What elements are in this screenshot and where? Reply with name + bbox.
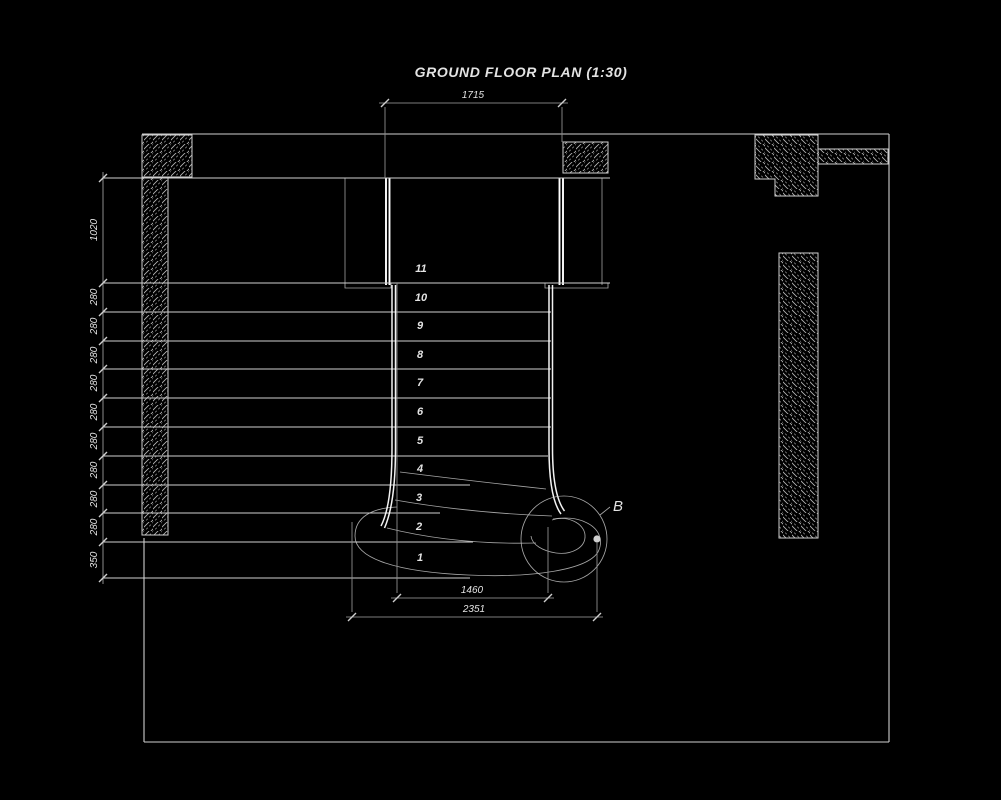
top-landing (344, 178, 609, 289)
newel-dot (593, 535, 601, 543)
door-jamb-left (385, 178, 391, 285)
dimension-label-left-4: 280 (89, 374, 100, 392)
dimension-label-left-9: 280 (89, 518, 100, 536)
step-number-6: 6 (417, 406, 424, 418)
dimension-overall-width: 2351 (346, 522, 603, 622)
dimension-label-flight-width: 1460 (461, 585, 484, 596)
wall-hatch-door-right-block (562, 141, 609, 174)
winder-curve-3 (394, 499, 553, 517)
dimension-label-left-10: 350 (89, 551, 100, 568)
dimension-label-left-3: 280 (89, 346, 100, 364)
left-handrail (380, 285, 397, 529)
wall-hatch-top-right-strip (817, 148, 889, 165)
detail-leader-line (599, 506, 611, 516)
dimension-label-door-opening: 1715 (462, 90, 485, 101)
dimension-label-left-6: 280 (89, 432, 100, 450)
step-number-9: 9 (417, 320, 424, 332)
right-handrail (548, 285, 566, 515)
dim-tick (98, 173, 108, 583)
winder-curve-2 (386, 527, 537, 544)
detail-circle-b (520, 495, 608, 583)
wall-hatch-left-column (141, 176, 169, 536)
step-numbers: 11 10 9 8 7 6 5 4 3 2 1 (415, 263, 428, 564)
handrails (380, 283, 566, 593)
wall-sections (141, 134, 889, 539)
winder-curves (354, 471, 601, 577)
dim-tick (380, 98, 567, 108)
dimension-label-left-5: 280 (89, 403, 100, 421)
step-number-1: 1 (417, 552, 423, 564)
room-outline (142, 133, 890, 743)
stair-treads (103, 177, 610, 579)
winder-curve-4 (399, 471, 547, 490)
door-jamb-right (558, 178, 564, 285)
dimension-flight-width: 1460 (391, 527, 554, 603)
dimension-label-left-8: 280 (89, 490, 100, 508)
dimension-label-left-7: 280 (89, 461, 100, 479)
step-number-7: 7 (417, 377, 424, 389)
step-number-10: 10 (415, 292, 428, 304)
bullnose-inner-curve (530, 518, 586, 554)
wall-hatch-top-left-block (141, 134, 193, 178)
landing-notch-right (544, 283, 609, 289)
dim-tick (392, 593, 553, 603)
plan-title: GROUND FLOOR PLAN (1:30) (415, 64, 628, 80)
dim-tick (347, 612, 602, 622)
detail-label-b: B (613, 498, 623, 515)
dim-ext-lines-top (384, 107, 563, 178)
dimension-door-opening: 1715 (379, 90, 568, 178)
step-number-8: 8 (417, 349, 424, 361)
curtail-step-outline (354, 506, 601, 577)
dimension-label-left-0: 1020 (89, 218, 100, 241)
wall-hatch-top-right-block (754, 134, 819, 197)
wall-hatch-right-column (778, 252, 819, 539)
step-number-5: 5 (417, 435, 424, 447)
detail-reference-b: B (520, 495, 623, 583)
dim-ext-lines-2351 (351, 522, 598, 612)
step-number-4: 4 (416, 463, 423, 475)
step-number-3: 3 (416, 492, 422, 504)
step-number-11: 11 (415, 263, 426, 275)
dimension-label-left-2: 280 (89, 317, 100, 335)
dimension-left-chain: 1020 280 280 280 280 280 280 280 280 280… (89, 172, 108, 584)
dimension-label-left-1: 280 (89, 288, 100, 306)
step-number-2: 2 (415, 521, 422, 533)
landing-notch-left (344, 283, 392, 289)
dimension-label-overall-width: 2351 (462, 604, 485, 615)
